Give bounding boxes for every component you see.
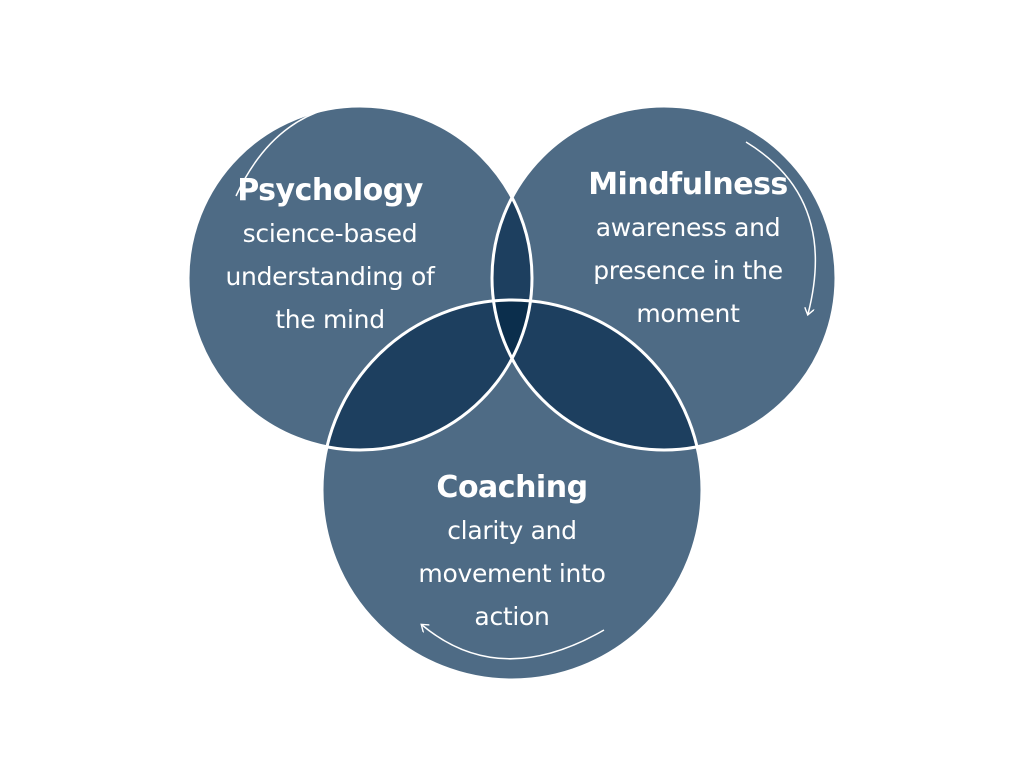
coaching-desc-line-3: action [474,602,550,631]
mindfulness-outline [490,104,838,452]
mindfulness-coaching-overlap [492,300,702,450]
psychology-clockwise-arrow-icon [235,103,392,197]
mindfulness-desc-line-3: moment [636,299,740,328]
psychology-desc-line-2: understanding of [225,262,435,291]
psychology-title: Psychology [237,173,423,208]
coaching-desc-line-2: movement into [418,559,606,588]
mindfulness-desc-line-1: awareness and [595,213,781,242]
mindfulness-title: Mindfulness [588,167,788,202]
coaching-label: Coaching clarity and movement into actio… [392,467,632,638]
coaching-outline [320,298,704,682]
coaching-desc-line-1: clarity and [447,516,577,545]
mindfulness-label: Mindfulness awareness and presence in th… [568,164,808,335]
psychology-coaching-overlap [322,300,532,450]
mindfulness-clockwise-arrow-icon [745,141,817,314]
psychology-desc-line-1: science-based [242,219,418,248]
psychology-desc-line-3: the mind [275,305,385,334]
psychology-label: Psychology science-based understanding o… [200,170,460,341]
coaching-title: Coaching [436,470,588,505]
mindfulness-desc-line-2: presence in the [593,256,783,285]
coaching-clockwise-arrow-icon [422,625,605,660]
psychology-outline [186,104,534,452]
